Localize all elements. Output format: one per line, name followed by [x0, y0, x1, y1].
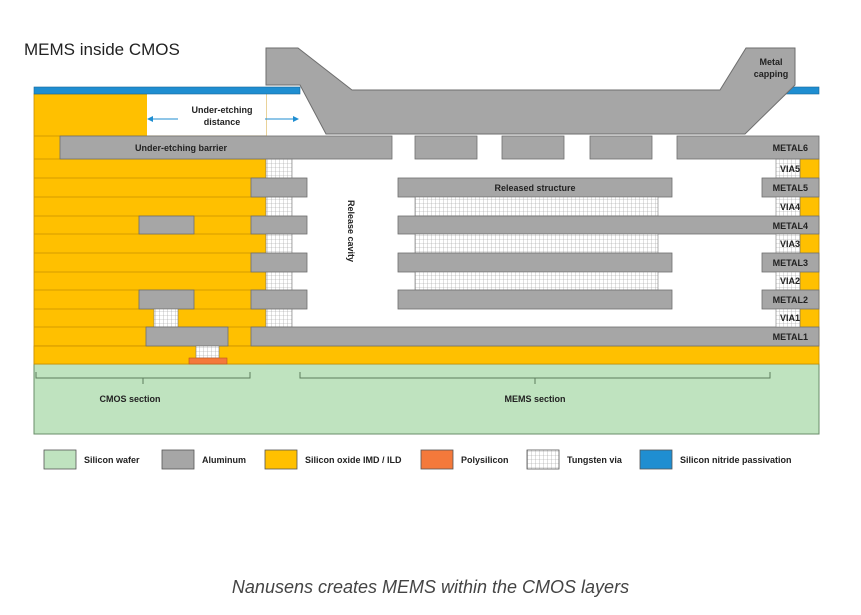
under-etch-cut — [147, 94, 266, 136]
layer-label-via3: VIA3 — [780, 239, 800, 249]
released-via2 — [414, 271, 659, 291]
legend: Silicon wafer Aluminum Silicon oxide IMD… — [43, 449, 792, 470]
layer-label-via1: VIA1 — [780, 313, 800, 323]
legend-swatch-aluminum — [161, 449, 195, 470]
cmos-metal4-block — [138, 215, 195, 235]
layer-label-metal4: METAL4 — [773, 221, 808, 231]
legend-swatch-oxide — [264, 449, 298, 470]
legend-label-silicon-wafer: Silicon wafer — [84, 455, 140, 465]
mems-section-bracket — [299, 372, 771, 384]
metal6-right — [676, 135, 820, 160]
left-metal3-stub — [250, 252, 308, 273]
legend-label-nitride: Silicon nitride passivation — [680, 455, 792, 465]
layer-label-metal2: METAL2 — [773, 295, 808, 305]
under-etching-distance-label-2: distance — [204, 117, 241, 127]
legend-swatch-silicon-wafer — [43, 449, 77, 470]
contact-via — [195, 345, 220, 359]
metal-capping — [265, 47, 796, 135]
legend-label-polysilicon: Polysilicon — [461, 455, 509, 465]
mems-section-label: MEMS section — [504, 394, 565, 404]
under-etching-distance-label-1: Under-etching — [191, 105, 252, 115]
legend-swatch-polysilicon — [420, 449, 454, 470]
layer-label-via4: VIA4 — [780, 202, 800, 212]
layer-label-metal6: METAL6 — [773, 143, 808, 153]
metal-capping-label-1: Metal — [759, 57, 782, 67]
under-etching-barrier-label: Under-etching barrier — [135, 143, 228, 153]
metal-capping-label-2: capping — [754, 69, 789, 79]
left-metal5-stub — [250, 177, 308, 198]
legend-label-tungsten: Tungsten via — [567, 455, 623, 465]
metal6-barrier — [59, 135, 393, 160]
metal6-seg-a — [414, 135, 478, 160]
ild-bottom-strip — [33, 345, 820, 365]
released-metal4 — [397, 215, 820, 235]
legend-label-aluminum: Aluminum — [202, 455, 246, 465]
layer-label-metal1: METAL1 — [773, 332, 808, 342]
diagram-title: MEMS inside CMOS — [24, 40, 180, 59]
released-via3 — [414, 233, 659, 254]
cmos-section-label: CMOS section — [99, 394, 160, 404]
cmos-metal2-block — [138, 289, 195, 310]
released-metal3 — [397, 252, 673, 273]
released-metal2 — [397, 289, 673, 310]
release-cavity-label: Release cavity — [346, 200, 356, 262]
under-etching-distance-arrow — [147, 116, 299, 122]
legend-label-oxide: Silicon oxide IMD / ILD — [305, 455, 402, 465]
figure-caption: Nanusens creates MEMS within the CMOS la… — [231, 577, 630, 597]
cmos-section-bracket — [35, 372, 251, 384]
right-via1 — [775, 308, 801, 328]
metal6-seg-c — [589, 135, 653, 160]
legend-swatch-nitride — [639, 449, 673, 470]
layer-label-metal5: METAL5 — [773, 183, 808, 193]
silicon-wafer — [33, 363, 820, 435]
right-via4 — [775, 196, 801, 217]
metal1-long — [250, 326, 820, 347]
nitride-left — [33, 86, 301, 95]
released-structure-label: Released structure — [494, 183, 575, 193]
layer-label-via2: VIA2 — [780, 276, 800, 286]
cmos-via1 — [153, 308, 179, 328]
legend-swatch-tungsten — [526, 449, 560, 470]
polysilicon-gate — [188, 357, 228, 365]
metal6-seg-b — [501, 135, 565, 160]
cmos-metal1-block — [145, 326, 229, 347]
layer-label-metal3: METAL3 — [773, 258, 808, 268]
left-metal2-stub — [250, 289, 308, 310]
left-metal4-stub — [250, 215, 308, 235]
layer-label-via5: VIA5 — [780, 164, 800, 174]
released-via4 — [414, 196, 659, 217]
